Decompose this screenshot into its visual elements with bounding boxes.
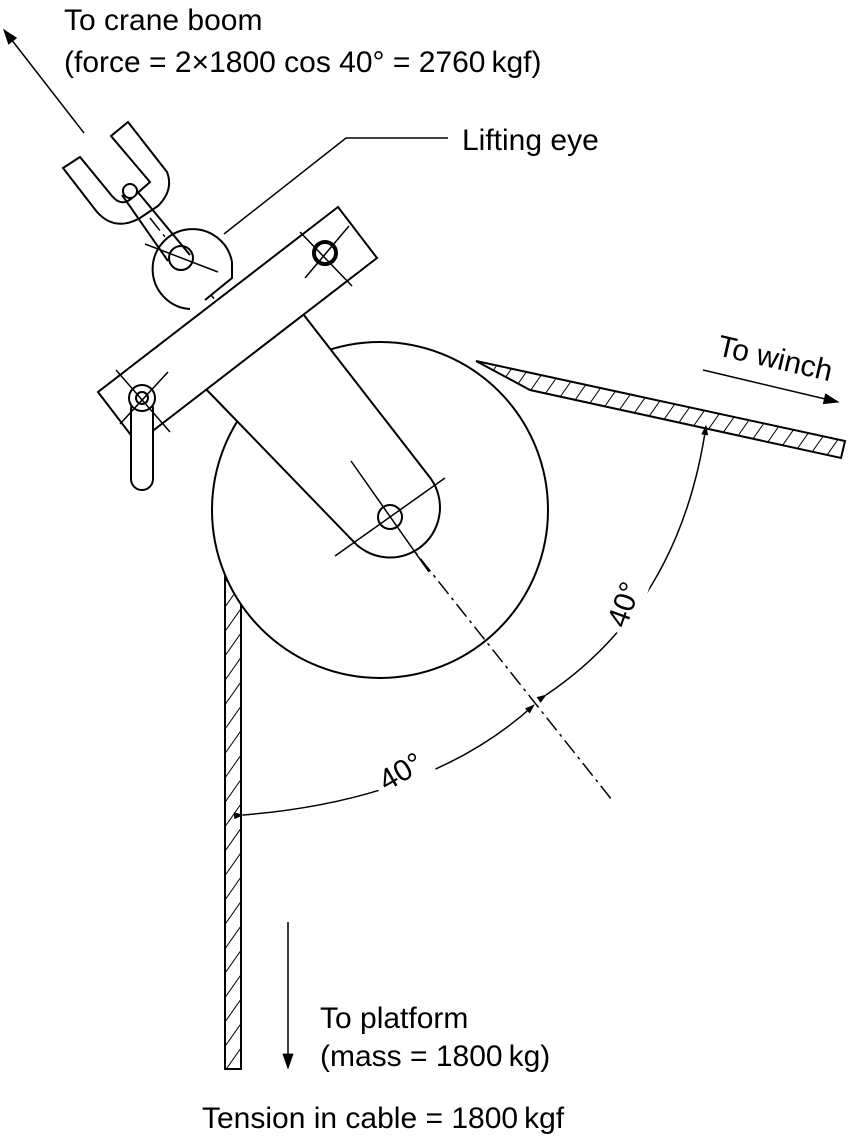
axle	[334, 460, 446, 573]
bolt-lower	[115, 369, 171, 491]
tension-label: Tension in cable = 1800 kgf	[202, 1102, 565, 1135]
angle-arc-upper	[536, 425, 709, 703]
platform-label-title: To platform	[320, 1002, 468, 1035]
crane-label-title: To crane boom	[64, 4, 262, 37]
bolt-upper	[299, 225, 353, 287]
platform-label-mass: (mass = 1800 kg)	[320, 1040, 550, 1073]
mounting-plate	[96, 205, 379, 445]
pulley-arm	[202, 309, 441, 559]
winch-cable	[475, 360, 847, 460]
winch-label: To winch	[714, 330, 835, 388]
arrow-up-left-icon	[3, 28, 85, 134]
lifting-eye	[144, 228, 233, 310]
arrow-right-icon	[702, 369, 840, 405]
lifting-eye-leader	[223, 137, 448, 235]
shackle	[61, 120, 191, 262]
crane-label-force: (force = 2×1800 cos 40° = 2760 kgf)	[64, 46, 541, 79]
lifting-eye-label: Lifting eye	[462, 124, 599, 157]
platform-cable	[224, 574, 242, 1070]
